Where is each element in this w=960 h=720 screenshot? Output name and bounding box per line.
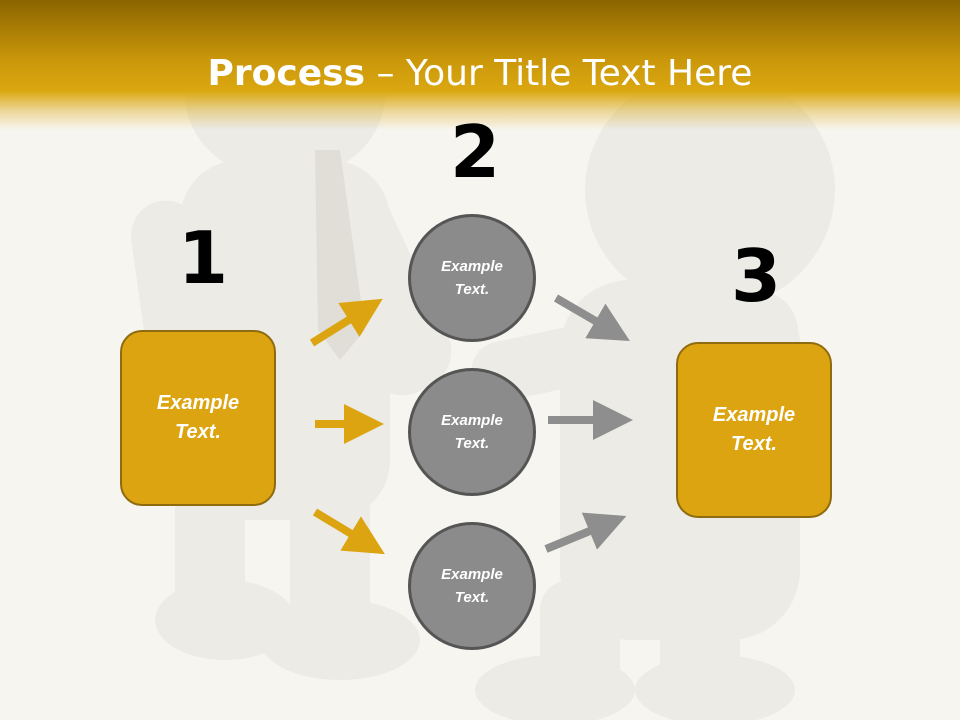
- title-bar: [0, 0, 960, 130]
- arrow-from-top-circle: [553, 294, 630, 342]
- title-bold: Process: [207, 53, 366, 94]
- title-rest: – Your Title Text Here: [365, 53, 753, 94]
- step-number-2: 2: [450, 110, 501, 194]
- slide-title: Process – Your Title Text Here: [0, 52, 960, 96]
- process-circle-middle: Example Text.: [408, 368, 536, 496]
- right-box-text: Example Text.: [712, 404, 796, 455]
- step-number-3: 3: [731, 234, 782, 318]
- process-circle-top: Example Text.: [408, 214, 536, 342]
- circle-text: Example Text.: [441, 258, 503, 298]
- circle-text: Example Text.: [441, 412, 503, 452]
- process-circle-bottom: Example Text.: [408, 522, 536, 650]
- left-process-box: Example Text.: [120, 330, 276, 506]
- circle-text: Example Text.: [441, 566, 503, 606]
- arrow-to-bottom-circle: [312, 508, 385, 555]
- right-process-box: Example Text.: [676, 342, 832, 518]
- left-box-text: Example Text.: [156, 392, 240, 443]
- step-number-1: 1: [178, 216, 229, 300]
- arrow-to-top-circle: [309, 298, 383, 347]
- arrow-from-bottom-circle: [544, 512, 627, 553]
